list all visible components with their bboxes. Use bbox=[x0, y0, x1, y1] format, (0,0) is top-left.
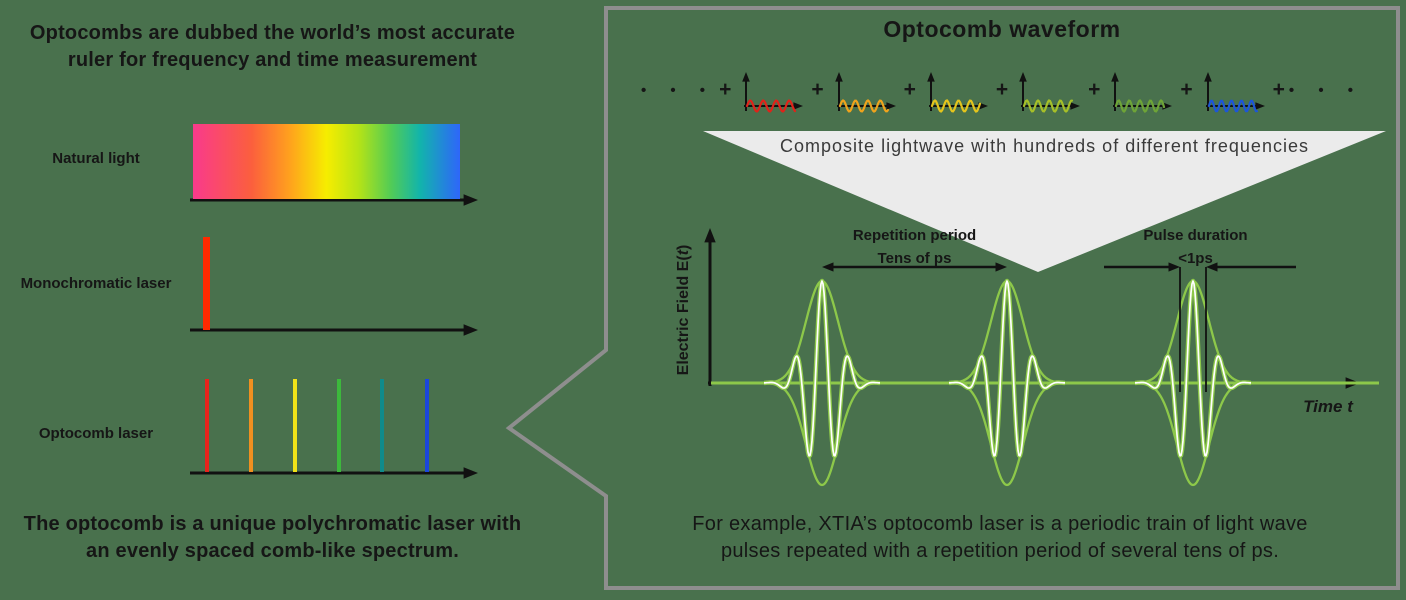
right-panel-title: Optocomb waveform bbox=[883, 16, 1121, 42]
arrowhead bbox=[1168, 262, 1180, 272]
right-caption-line2: pulses repeated with a repetition period… bbox=[720, 540, 1280, 562]
pulse-carrier-highlight bbox=[949, 280, 1065, 457]
pulse-duration-line1: Pulse duration bbox=[1143, 227, 1248, 244]
arrowhead bbox=[742, 72, 751, 82]
pulse-carrier bbox=[1133, 278, 1253, 458]
arrowhead bbox=[1203, 72, 1212, 82]
right-caption: For example, XTIA’s optocomb laser is a … bbox=[610, 511, 1390, 565]
comb-line-3 bbox=[337, 379, 341, 472]
pulse-envelope-lower bbox=[1134, 381, 1252, 487]
comb-line-5 bbox=[425, 379, 429, 472]
repetition-period-line2: Tens of ps bbox=[877, 250, 952, 267]
x-axis-label: Time t bbox=[1303, 397, 1353, 416]
y-axis-label-var: t bbox=[675, 249, 692, 256]
y-axis-label: Electric Field E(t) bbox=[675, 245, 693, 376]
comb-line-4 bbox=[380, 379, 384, 472]
plus-operator: + bbox=[995, 78, 1009, 101]
arrowhead bbox=[463, 194, 478, 206]
plus-operator: + bbox=[719, 78, 732, 101]
y-axis-label-post: ) bbox=[675, 244, 692, 250]
left-caption: The optocomb is a unique polychromatic l… bbox=[0, 511, 545, 565]
pulse-envelope-upper bbox=[763, 279, 881, 385]
arrowhead bbox=[927, 72, 935, 82]
y-axis-label-pre: Electric Field E( bbox=[675, 255, 692, 376]
repetition-period-label: Repetition period Tens of ps bbox=[822, 224, 1007, 270]
arrowhead bbox=[1162, 102, 1173, 110]
pulse-envelope-lower bbox=[948, 381, 1066, 487]
arrowhead bbox=[704, 228, 716, 243]
arrowhead bbox=[1206, 262, 1218, 272]
plus-operator: + bbox=[1272, 78, 1285, 101]
label-optocomb-laser: Optocomb laser bbox=[38, 425, 154, 442]
ellipsis-right: • • • bbox=[1288, 81, 1364, 99]
pulse-carrier bbox=[947, 278, 1067, 458]
component-wave-1 bbox=[834, 72, 896, 113]
pulse-carrier-highlight bbox=[1135, 280, 1251, 457]
left-title: Optocombs are dubbed the world’s most ac… bbox=[0, 20, 545, 74]
left-title-line2: ruler for frequency and time measurement bbox=[67, 49, 478, 71]
arrowhead bbox=[1019, 72, 1027, 82]
pulse-envelope-upper bbox=[1134, 279, 1252, 385]
component-wave-2 bbox=[927, 72, 988, 113]
comb-line-2 bbox=[293, 379, 297, 472]
arrowhead bbox=[1111, 72, 1120, 82]
right-panel-border bbox=[505, 6, 1400, 590]
mini-sine bbox=[1207, 99, 1258, 113]
mini-sine bbox=[746, 99, 797, 113]
component-waves-row: • • •+++++++• • • bbox=[606, 62, 1398, 118]
plus-operator: + bbox=[1180, 78, 1193, 101]
component-wave-4 bbox=[1111, 72, 1173, 113]
pulse-duration-label: Pulse duration <1ps bbox=[1103, 224, 1288, 270]
funnel-label: Composite lightwave with hundreds of dif… bbox=[780, 136, 1309, 156]
mono-laser-line bbox=[203, 237, 210, 330]
arrowhead bbox=[822, 262, 834, 272]
arrowhead bbox=[793, 102, 804, 110]
pulse-envelope-lower bbox=[763, 381, 881, 487]
arrowhead bbox=[1070, 102, 1081, 110]
mini-sine bbox=[838, 99, 889, 113]
arrowhead bbox=[834, 72, 843, 82]
funnel-triangle bbox=[703, 131, 1386, 272]
label-monochromatic-laser: Monochromatic laser bbox=[20, 275, 172, 292]
pulse-carrier-highlight bbox=[764, 280, 880, 457]
comb-line-0 bbox=[205, 379, 209, 472]
arrowhead bbox=[995, 262, 1007, 272]
component-wave-5 bbox=[1203, 72, 1265, 113]
comb-line-1 bbox=[249, 379, 253, 472]
arrowhead bbox=[463, 467, 478, 479]
arrowhead bbox=[885, 102, 896, 110]
left-caption-line1: The optocomb is a unique polychromatic l… bbox=[23, 513, 522, 535]
left-title-line1: Optocombs are dubbed the world’s most ac… bbox=[29, 22, 516, 44]
mini-sine bbox=[1023, 99, 1074, 113]
ellipsis-left: • • • bbox=[640, 81, 716, 99]
repetition-period-line1: Repetition period bbox=[852, 227, 977, 244]
right-caption-line1: For example, XTIA’s optocomb laser is a … bbox=[692, 513, 1308, 535]
arrowhead bbox=[463, 324, 478, 336]
plus-operator: + bbox=[811, 78, 824, 101]
component-wave-3 bbox=[1019, 72, 1081, 113]
label-natural-light: Natural light bbox=[52, 150, 140, 167]
component-wave-0 bbox=[742, 72, 804, 113]
left-caption-line2: an evenly spaced comb-like spectrum. bbox=[86, 540, 459, 562]
pulse-envelope-upper bbox=[948, 279, 1066, 385]
mini-sine bbox=[930, 99, 981, 113]
plus-operator: + bbox=[1088, 78, 1101, 101]
mini-sine bbox=[1115, 99, 1166, 113]
natural-light-spectrum bbox=[193, 124, 460, 199]
pulse-duration-line2: <1ps bbox=[1178, 250, 1213, 267]
plus-operator: + bbox=[903, 78, 916, 101]
pulse-carrier bbox=[762, 278, 882, 458]
arrowhead bbox=[1255, 102, 1265, 110]
